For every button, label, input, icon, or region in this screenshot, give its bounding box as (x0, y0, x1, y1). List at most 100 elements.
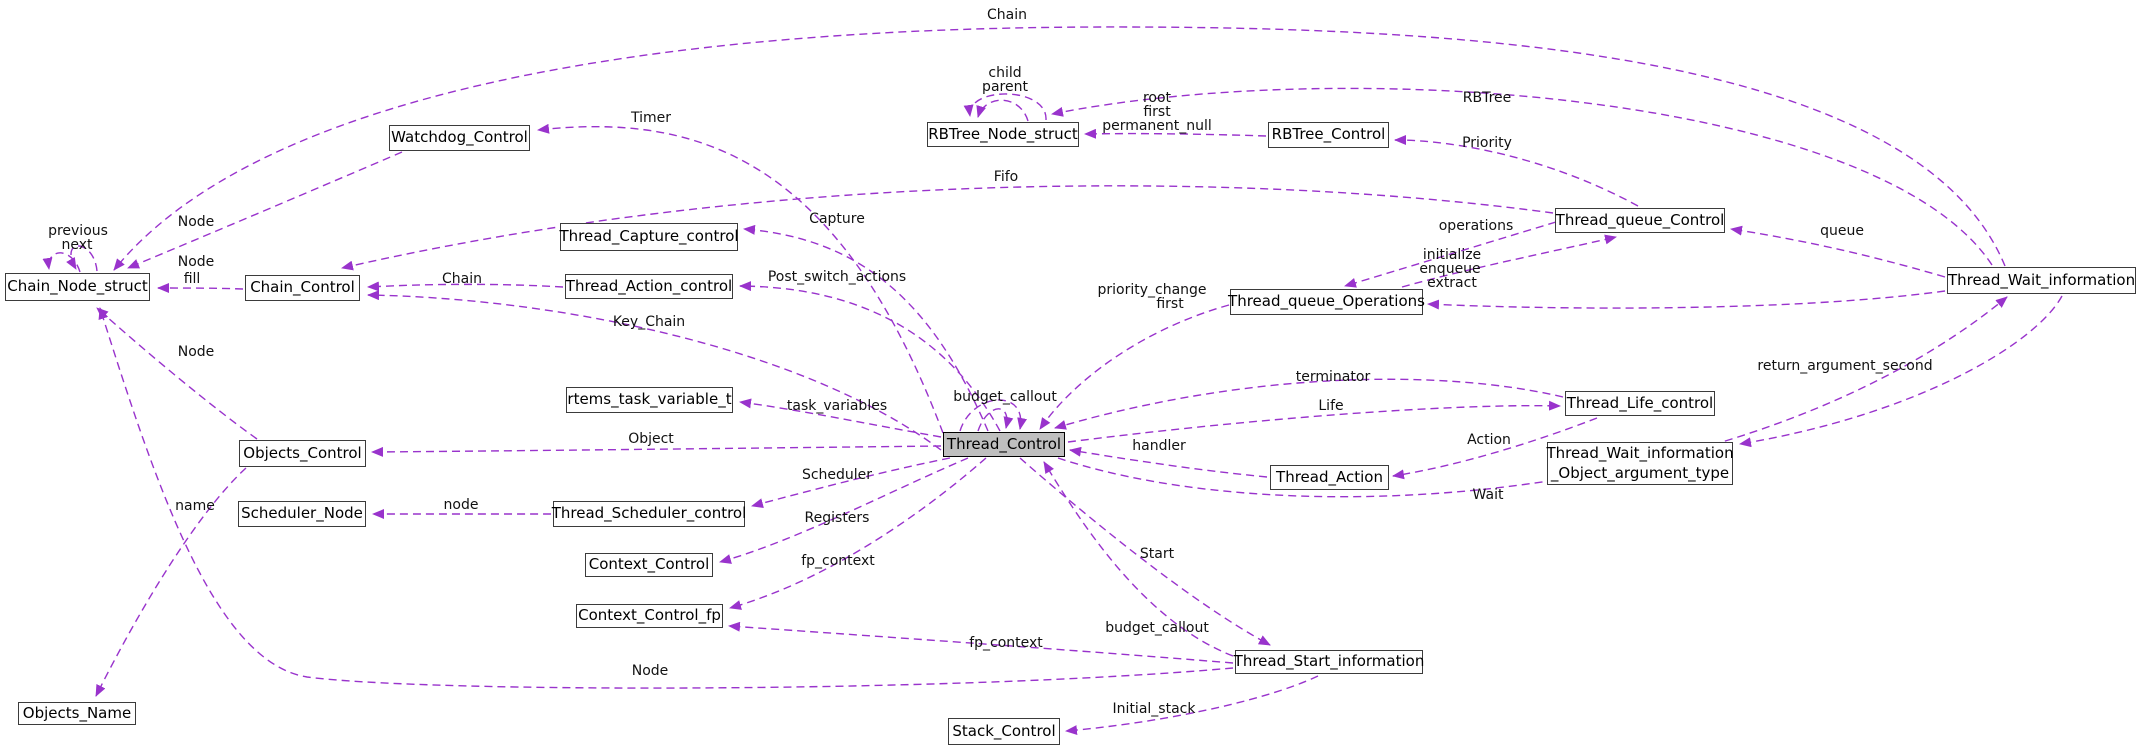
edge-label-permanent-null: permanent_null (1102, 118, 1212, 134)
edge-initial-stack (1065, 675, 1319, 736)
edge-budget-callout-loop-b (977, 408, 1014, 432)
edge-label-scheduler: Scheduler (801, 467, 873, 483)
edge-label-first: first (1143, 104, 1171, 120)
edge-life (1067, 400, 1561, 443)
edge-label-previous: previous (48, 223, 108, 239)
edge-label-chain-action: Chain (442, 271, 482, 287)
edge-name (95, 467, 247, 697)
edge-capture (743, 224, 989, 432)
edge-label-fp-context-2: fp_context (969, 635, 1043, 651)
edge-label-task-variables: task_variables (786, 398, 888, 414)
edge-label-terminator: terminator (1295, 369, 1371, 385)
node-thread-life-control[interactable]: Thread_Life_control (1565, 391, 1715, 416)
edge-initialize-enqueue-extract (1401, 234, 1617, 288)
node-objects-name[interactable]: Objects_Name (18, 702, 136, 725)
edge-label-rbtree: RBTree (1462, 90, 1512, 106)
node-stack-control[interactable]: Stack_Control (948, 718, 1060, 745)
edge-node-fill (157, 283, 244, 294)
edge-priority-change-first (1039, 304, 1230, 430)
edge-operations-from-wait-info (1427, 290, 1946, 310)
edge-chain-top (113, 26, 2006, 271)
edge-label-node-fill-b: fill (183, 271, 201, 287)
edge-next-loop (66, 245, 98, 272)
node-thread-start-information[interactable]: Thread_Start_information (1234, 650, 1424, 674)
edge-chain-action-control (367, 281, 564, 292)
edge-budget-callout-loop-a (959, 399, 1028, 432)
edge-label-fifo: Fifo (993, 169, 1019, 185)
node-scheduler-node[interactable]: Scheduler_Node (238, 501, 366, 527)
edge-label-priority-change-first: first (1156, 296, 1184, 312)
node-chain-node-struct[interactable]: Chain_Node_struct (5, 273, 150, 301)
node-thread-capture-control[interactable]: Thread_Capture_control (559, 223, 739, 251)
edge-label-node-fill-a: Node (177, 254, 215, 270)
node-thread-control[interactable]: Thread_Control (943, 432, 1065, 457)
node-thread-wait-information-object-argument-type[interactable]: Thread_Wait_information _Object_argument… (1546, 442, 1734, 485)
edge-label-name: name (175, 498, 215, 514)
edge-label-root: root (1142, 90, 1172, 106)
edge-label-budget-callout-start: budget_callout (1105, 620, 1209, 636)
edge-object (371, 445, 942, 457)
edge-label-start: Start (1139, 546, 1175, 562)
edge-parent-loop (963, 93, 1047, 121)
edge-return-argument-second (1739, 295, 2063, 448)
edge-action (1392, 417, 1598, 480)
edge-label-chain-top: Chain (987, 7, 1027, 23)
node-rbtree-control[interactable]: RBTree_Control (1268, 122, 1389, 148)
edge-scheduler (751, 457, 951, 508)
node-objects-control[interactable]: Objects_Control (239, 440, 366, 467)
node-chain-control[interactable]: Chain_Control (245, 275, 360, 301)
edge-label-node-watchdog: Node (177, 214, 215, 230)
edge-node-start (98, 307, 1234, 689)
edge-label-registers: Registers (804, 510, 870, 526)
node-thread-scheduler-control[interactable]: Thread_Scheduler_control (552, 501, 746, 527)
edge-node-objects (96, 307, 258, 440)
edge-label-life: Life (1318, 398, 1344, 414)
edge-root-first-permanent-null (1084, 128, 1267, 139)
edge-task-variables (739, 398, 942, 438)
edge-fp-context-thread (729, 457, 987, 610)
edge-wait (1057, 296, 2008, 498)
edge-start (1019, 457, 1271, 646)
edge-registers (719, 457, 969, 564)
edge-label-capture: Capture (809, 211, 865, 227)
edge-key-chain (367, 290, 942, 451)
edge-queue (1730, 225, 1946, 278)
edge-fp-context-start (728, 621, 1234, 664)
node-thread-action-control[interactable]: Thread_Action_control (565, 274, 733, 299)
node-thread-action[interactable]: Thread_Action (1270, 465, 1389, 490)
edge-previous-loop (42, 252, 81, 273)
edge-node-watchdog (127, 151, 403, 269)
edge-label-budget-callout-self: budget_callout (953, 389, 1057, 405)
edge-timer (537, 123, 944, 434)
node-context-control[interactable]: Context_Control (585, 553, 713, 577)
edge-label-action: Action (1467, 432, 1511, 448)
edge-label-queue: queue (1820, 223, 1864, 239)
edge-operations-from-queue-control (1344, 221, 1557, 288)
edge-label-timer: Timer (630, 110, 672, 126)
node-rbtree-node-struct[interactable]: RBTree_Node_struct (927, 122, 1079, 147)
edge-label-handler: handler (1132, 438, 1186, 454)
edge-label-object: Object (628, 431, 674, 447)
edge-label-priority-change: priority_change (1097, 282, 1207, 298)
node-context-control-fp[interactable]: Context_Control_fp (576, 604, 723, 628)
node-rtems-task-variable-t[interactable]: rtems_task_variable_t (566, 387, 733, 413)
edge-label-parent: parent (982, 79, 1028, 95)
edge-label-operations-queue-control: operations (1438, 218, 1514, 234)
edge-label-wait: Wait (1472, 487, 1504, 503)
node-thread-wait-information[interactable]: Thread_Wait_information (1947, 267, 2136, 294)
edge-terminator (1054, 378, 1564, 430)
node-thread-queue-operations[interactable]: Thread_queue_Operations (1228, 289, 1425, 315)
edge-budget-callout-start (1043, 461, 1234, 657)
node-watchdog-control[interactable]: Watchdog_Control (389, 125, 530, 151)
edge-handler (1069, 446, 1268, 478)
edge-label-fp-context-1: fp_context (801, 553, 875, 569)
edge-child-loop (976, 99, 1029, 122)
edge-label-node-scheduler: node (443, 497, 479, 513)
edge-rbtree (1051, 87, 1993, 266)
edge-label-priority: Priority (1462, 135, 1512, 151)
node-thread-queue-control[interactable]: Thread_queue_Control (1555, 208, 1725, 233)
edge-label-return-argument-second: return_argument_second (1757, 358, 1933, 374)
edge-label-child: child (988, 65, 1022, 81)
